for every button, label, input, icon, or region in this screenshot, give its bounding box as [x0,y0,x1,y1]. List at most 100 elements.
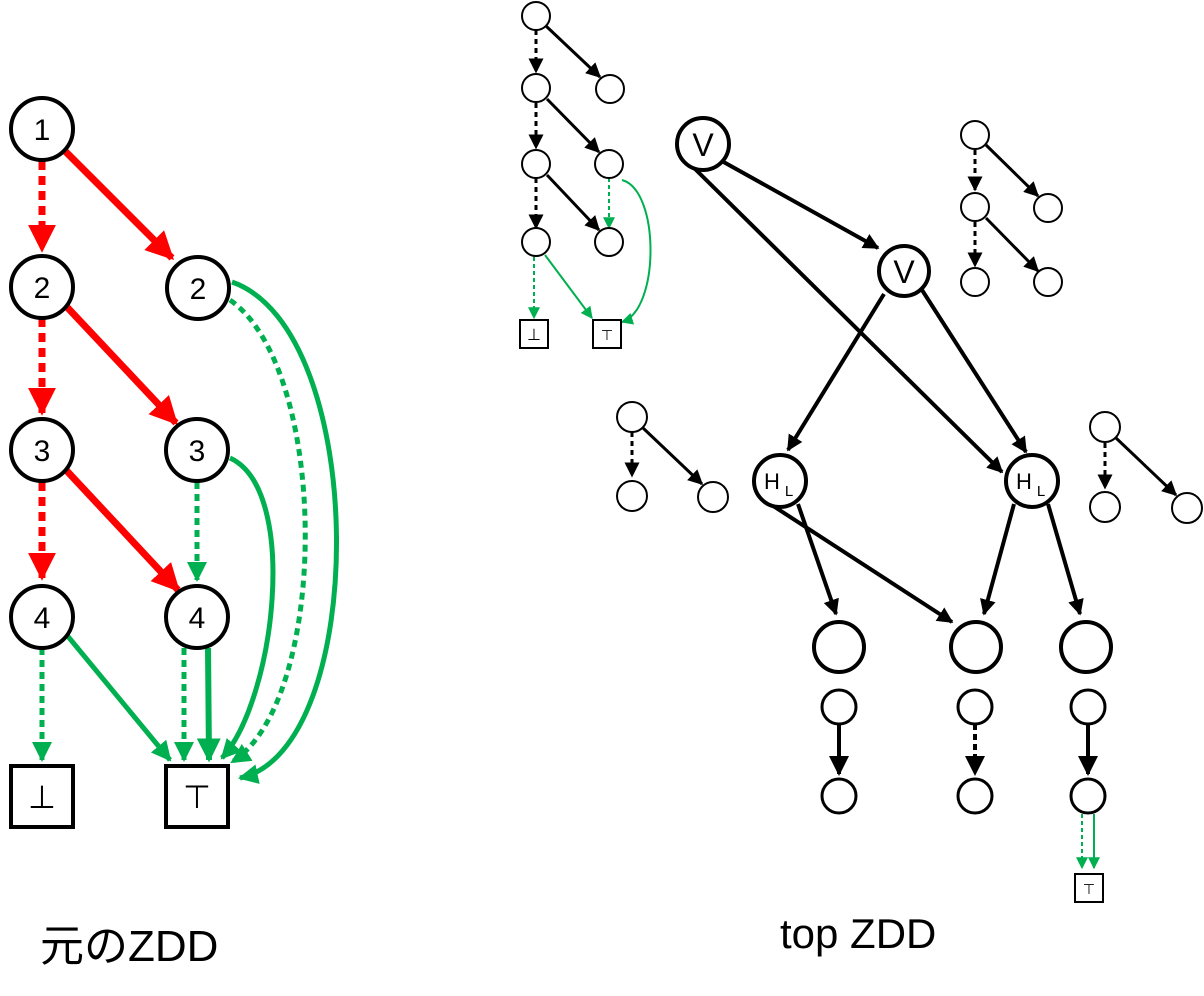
sub-d-edge [1114,436,1178,497]
sub-b-edge [984,216,1040,273]
sub-b-node [960,192,990,222]
edge-v1-v2 [719,158,880,250]
node-big-1 [812,620,866,674]
sub-c-edge [641,426,704,486]
node-3a-label: 3 [34,435,51,468]
sub-a-node [594,149,624,179]
sub-a-terminal-bottom-label: ⊥ [527,327,541,344]
sub-a-node [521,73,551,103]
sub-a-node [594,227,624,257]
edge-4b-top-solid [196,647,221,763]
sub-d-node [1089,491,1121,523]
chain-node [820,777,858,815]
edge-3b-top-curve [220,455,276,760]
node-1-label: 1 [34,114,51,147]
node-hl2-main-label: H [1016,469,1032,494]
node-2a-label: 2 [34,272,51,305]
edge-2b-top-dashed-curve [228,297,308,765]
sub-a-node [521,227,551,257]
top-zdd-main-edges [686,158,1084,624]
node-v2-label: V [893,254,915,290]
sub-c-node [616,480,648,512]
node-2b: 2 [165,255,231,321]
node-2a: 2 [9,254,75,320]
chain-node [1069,777,1107,815]
sub-a-node [521,1,551,31]
sub-a-edge-2 [544,24,602,79]
node-hl1-sub-label: L [785,483,793,500]
terminal-top-label: ⊤ [183,779,211,815]
sub-zdd-b [960,120,1063,297]
node-3b: 3 [164,417,230,483]
node-hl2-sub-label: L [1037,483,1045,500]
sub-a-edge-8 [620,179,652,325]
edge-4a-top-solid [64,632,172,762]
terminal-top: ⊤ [164,764,230,829]
node-4b-label: 4 [189,602,206,635]
edge-hl2-big3 [1046,503,1084,616]
chain-node [956,688,994,726]
lower-chains: ⊤ [820,688,1107,903]
sub-b-node [1033,267,1063,297]
sub-d-node [1089,411,1121,443]
node-big-3 [1059,620,1113,674]
sub-d-node [1171,492,1203,524]
node-1: 1 [9,96,75,162]
edge-hl2-big2 [980,503,1016,616]
sub-zdd-d [1089,411,1203,524]
original-zdd-caption: 元のZDD [40,922,219,971]
top-zdd: ⊥ ⊤ [519,1,1203,903]
sub-a-node [521,149,551,179]
edge-2a-3b-solid [63,303,179,426]
top-zdd-caption: top ZDD [780,910,937,957]
original-edges [27,147,339,784]
node-v1-label: V [692,127,714,163]
node-big-2 [949,620,1003,674]
node-v2: V [877,244,931,298]
edge-3a-4b-solid [63,467,181,593]
sub-a-edge-4 [545,97,601,154]
node-hl1-main-label: H [764,469,780,494]
sub-zdd-c [616,401,729,513]
tail-terminal-top [1074,873,1104,903]
sub-b-node [960,267,990,297]
edge-hl1-big2 [762,498,954,624]
edge-2b-top-solid-curve [231,279,339,784]
node-hl2: H L [1004,453,1060,509]
sub-b-edge [984,143,1040,198]
sub-a-terminal-bottom [519,319,549,349]
sub-a-terminal-top-label: ⊤ [601,327,613,343]
sub-c-node [697,481,729,513]
tail-terminal-top-label: ⊤ [1083,881,1095,897]
chain-node [820,688,858,726]
node-hl1: H L [752,453,808,509]
sub-c-node [616,401,648,433]
chain-node [956,777,994,815]
node-3b-label: 3 [189,435,206,468]
original-zdd: 1 2 2 3 3 4 4 [9,96,339,829]
node-3a: 3 [9,417,75,483]
node-4b: 4 [164,584,230,650]
chain-node [1069,688,1107,726]
sub-a-node [595,74,625,104]
edge-v2-hl2 [920,288,1028,454]
top-zdd-main-nodes: V V H L H L [675,116,1113,674]
edge-1-2b-solid [61,147,175,261]
sub-a-edge-10 [544,254,593,319]
sub-a-edge-6 [545,173,601,232]
sub-a-terminal-top [592,319,622,349]
terminal-bottom-label: ⊥ [28,779,56,815]
sub-b-node [1033,193,1063,223]
node-v1: V [675,116,731,172]
original-nodes: 1 2 2 3 3 4 4 [9,96,231,829]
edge-hl1-big1 [796,503,839,616]
sub-b-node [960,120,990,150]
sub-zdd-a: ⊥ ⊤ [519,1,652,349]
node-4a: 4 [9,584,75,650]
node-4a-label: 4 [34,602,51,635]
edge-v2-hl1 [786,292,886,452]
edge-v1-hl2 [686,160,1004,474]
terminal-bottom: ⊥ [9,764,75,829]
node-2b-label: 2 [190,273,207,306]
